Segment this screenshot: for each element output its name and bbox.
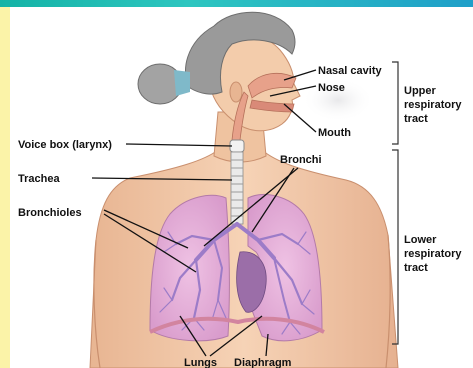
upper-tract-line3: tract — [404, 113, 428, 125]
trachea-shape — [231, 152, 243, 224]
upper-tract-bracket — [392, 62, 398, 144]
larynx-shape — [230, 140, 244, 152]
lower-tract-line2: respiratory — [404, 248, 462, 260]
hair-tie — [174, 70, 190, 96]
upper-tract-line2: respiratory — [404, 99, 462, 111]
label-nose: Nose — [318, 82, 345, 94]
label-bronchi: Bronchi — [280, 154, 322, 166]
label-bronchioles: Bronchioles — [18, 207, 82, 219]
lower-tract-line1: Lower — [404, 234, 437, 246]
label-voice-box: Voice box (larynx) — [18, 139, 112, 151]
upper-tract-line1: Upper — [404, 85, 437, 97]
label-trachea: Trachea — [18, 173, 60, 185]
lower-tract-line3: tract — [404, 262, 428, 274]
label-lungs: Lungs — [184, 357, 217, 368]
label-mouth: Mouth — [318, 127, 351, 139]
label-nasal-cavity: Nasal cavity — [318, 65, 382, 77]
ear — [230, 82, 242, 102]
label-diaphragm: Diaphragm — [234, 357, 292, 368]
